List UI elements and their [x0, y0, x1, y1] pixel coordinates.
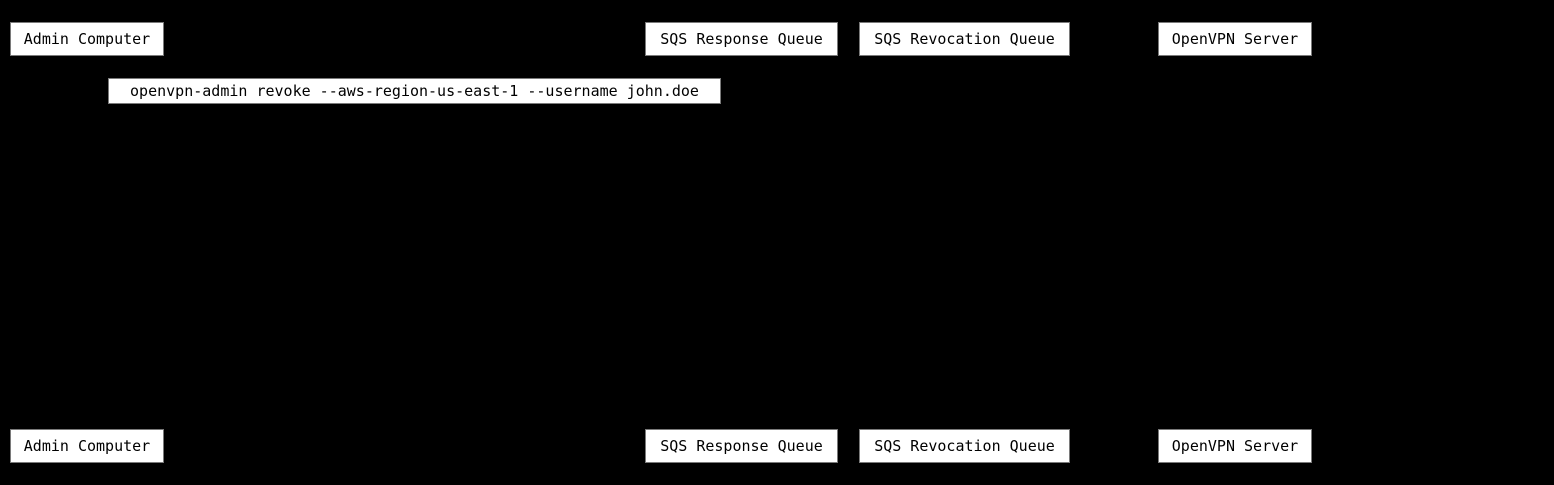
- participant-label: OpenVPN Server: [1171, 30, 1299, 48]
- message-revoke-command-label: openvpn-admin revoke --aws-region-us-eas…: [108, 78, 721, 104]
- participant-openvpn-server-top: OpenVPN Server: [1158, 22, 1312, 56]
- lifeline-admin-computer: [87, 56, 88, 429]
- participant-label: SQS Response Queue: [660, 437, 823, 455]
- participant-sqs-revocation-queue-top: SQS Revocation Queue: [859, 22, 1070, 56]
- participant-admin-computer-bottom: Admin Computer: [10, 429, 164, 463]
- participant-sqs-response-queue-bottom: SQS Response Queue: [645, 429, 838, 463]
- participant-label: OpenVPN Server: [1171, 437, 1299, 455]
- participant-label: SQS Revocation Queue: [874, 30, 1055, 48]
- lifeline-sqs-response-queue: [741, 56, 742, 429]
- participant-openvpn-server-bottom: OpenVPN Server: [1158, 429, 1312, 463]
- participant-sqs-revocation-queue-bottom: SQS Revocation Queue: [859, 429, 1070, 463]
- participant-label: SQS Revocation Queue: [874, 437, 1055, 455]
- participant-admin-computer-top: Admin Computer: [10, 22, 164, 56]
- lifeline-sqs-revocation-queue: [964, 56, 965, 429]
- participant-label: Admin Computer: [23, 437, 151, 455]
- participant-label: SQS Response Queue: [660, 30, 823, 48]
- participant-label: Admin Computer: [23, 30, 151, 48]
- lifeline-openvpn-server: [1235, 56, 1236, 429]
- message-text: openvpn-admin revoke --aws-region-us-eas…: [130, 82, 699, 100]
- participant-sqs-response-queue-top: SQS Response Queue: [645, 22, 838, 56]
